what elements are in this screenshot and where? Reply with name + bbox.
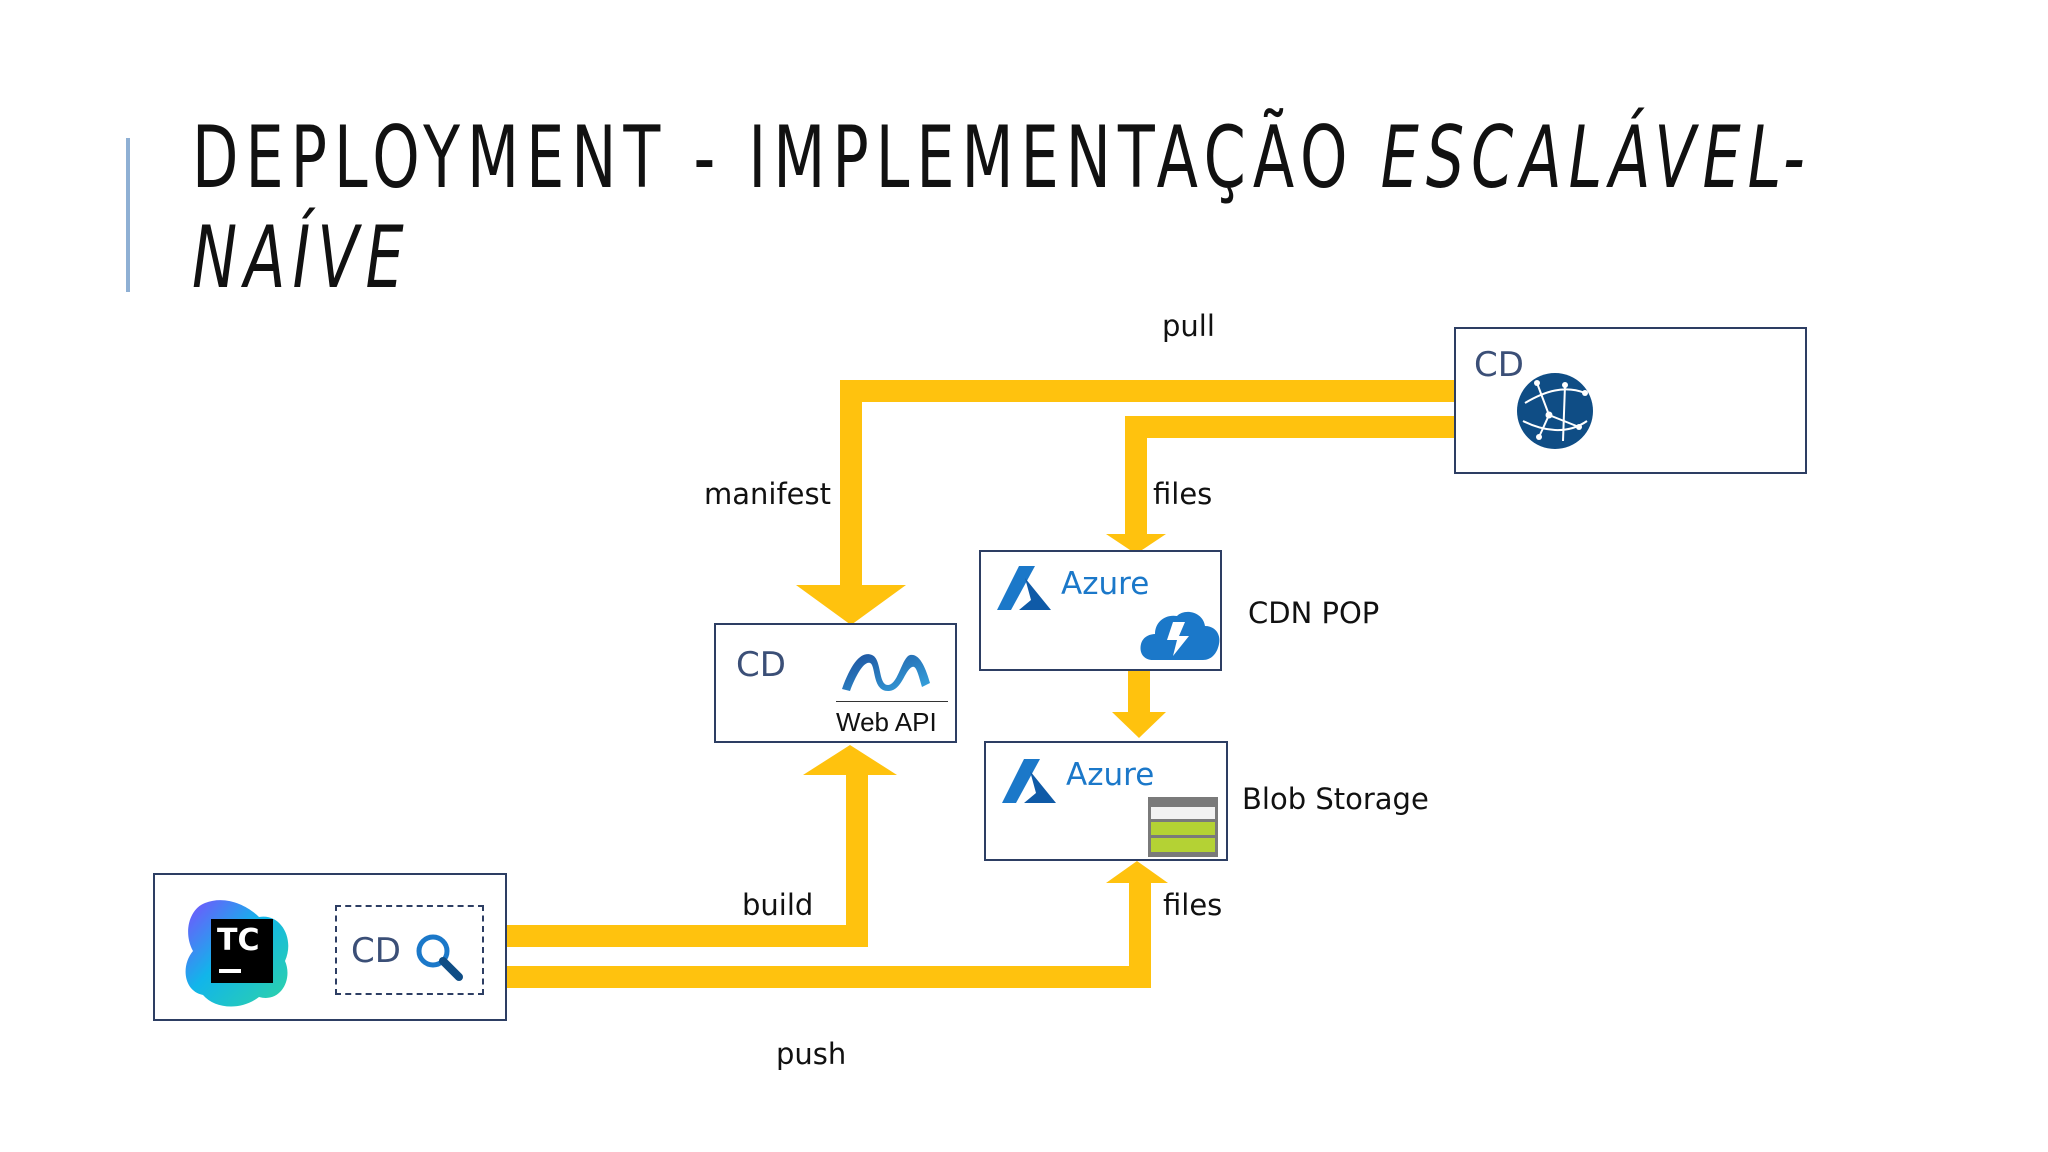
azure-cdn-brand: Azure [1061, 566, 1150, 602]
dotnet-logo-icon [842, 654, 930, 691]
cdn-client-cd-label: CD [1474, 345, 1524, 385]
label-files-bottom: files [1163, 888, 1223, 922]
label-cdn-pop: CDN POP [1248, 596, 1380, 630]
magnifier-icon [416, 934, 463, 981]
build-server-box: TC CD [153, 873, 507, 1021]
azure-logo-icon [997, 566, 1051, 610]
push-arrow-line [505, 882, 1151, 988]
build-cd-label: CD [351, 931, 401, 971]
title-line1-italic: ESCALÁVEL- [1380, 108, 1812, 208]
teamcity-badge: TC [217, 923, 260, 958]
build-arrowhead [803, 745, 897, 775]
web-api-cd-label: CD [736, 645, 786, 685]
globe-network-icon [1517, 373, 1593, 449]
azure-cdn-box: Azure [979, 550, 1222, 671]
azure-blob-brand: Azure [1066, 757, 1155, 793]
azure-logo-icon [1002, 759, 1056, 803]
files-arrowhead [1106, 534, 1166, 554]
pull-manifest-arrow-line [840, 380, 1456, 590]
blob-storage-icon [1148, 797, 1218, 857]
label-files-top: files [1153, 477, 1213, 511]
blob-arrowhead [1112, 712, 1166, 738]
title-line1-normal: DEPLOYMENT - IMPLEMENTAÇÃO [192, 108, 1381, 208]
cdn-client-box: CD [1454, 327, 1807, 474]
title-line2-italic: NAÍVE [192, 208, 411, 308]
title-accent-bar [126, 138, 130, 292]
web-api-divider [836, 701, 948, 702]
web-api-box: CD Web API [714, 623, 957, 743]
label-blob-storage: Blob Storage [1242, 782, 1429, 816]
label-manifest: manifest [704, 477, 831, 511]
push-arrowhead [1106, 861, 1168, 883]
pull-files-arrow-line [1125, 416, 1456, 538]
web-api-sublabel: Web API [836, 707, 937, 737]
label-build: build [742, 888, 814, 922]
build-arrow-line [505, 774, 868, 947]
teamcity-logo-icon [185, 900, 289, 1007]
cd-dashed-frame [335, 905, 484, 995]
azure-blob-box: Azure [984, 741, 1228, 861]
azure-cdn-cloud-icon [1140, 611, 1220, 660]
page-title: DEPLOYMENT - IMPLEMENTAÇÃO ESCALÁVEL- NAÍ… [192, 108, 1812, 308]
label-pull: pull [1162, 309, 1215, 343]
manifest-arrowhead [796, 585, 906, 625]
label-push: push [776, 1037, 847, 1071]
